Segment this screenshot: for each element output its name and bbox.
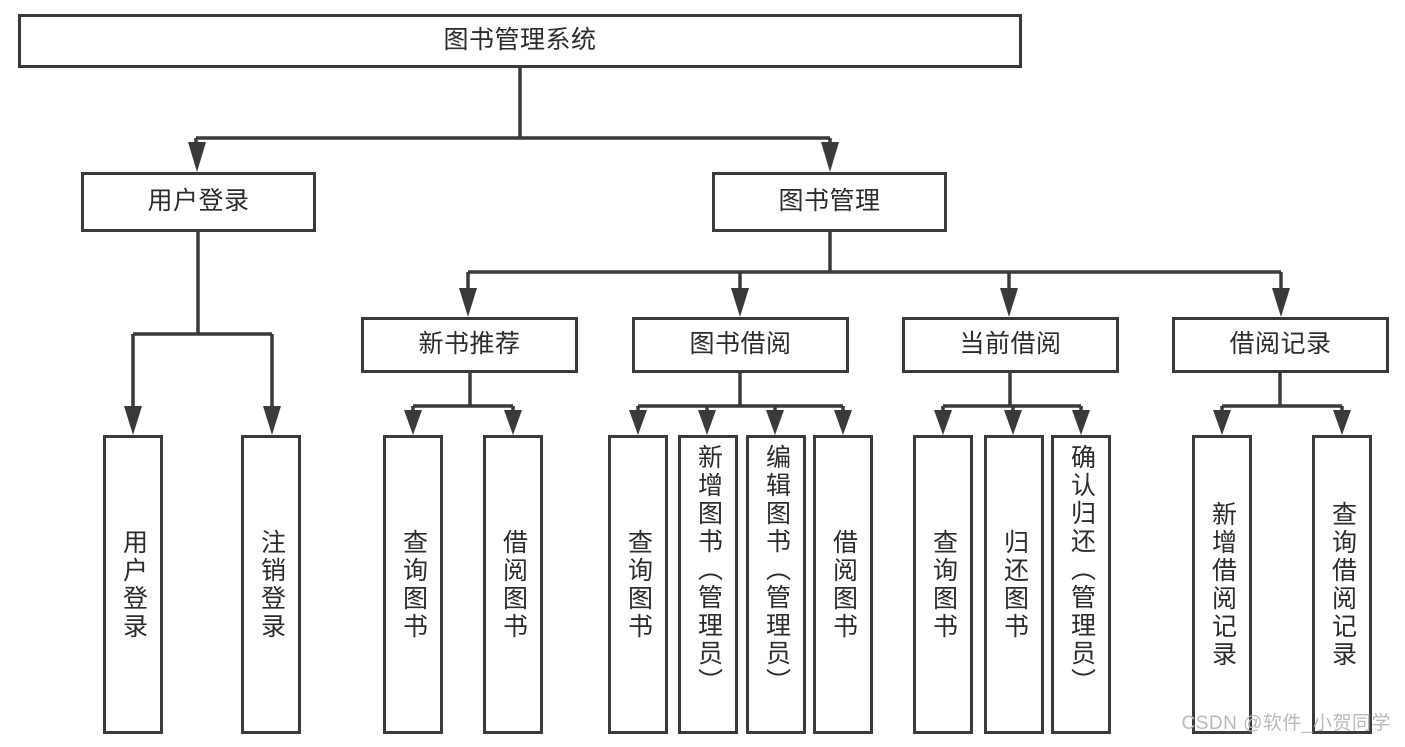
- leaf-label: 确认归还（管理员）: [1067, 444, 1096, 696]
- node-current-borrow-label: 当前借阅: [959, 330, 1062, 359]
- leaf-node[interactable]: 查询借阅记录: [1312, 435, 1372, 734]
- node-book-borrow-label: 图书借阅: [689, 330, 792, 359]
- leaf-label: 注销登录: [257, 528, 286, 641]
- leaf-node[interactable]: 查询图书: [383, 435, 443, 734]
- leaf-label: 新增借阅记录: [1208, 500, 1237, 669]
- leaf-label: 借阅图书: [829, 528, 858, 641]
- node-user-login-label: 用户登录: [147, 187, 250, 216]
- leaf-label: 借阅图书: [499, 528, 528, 641]
- leaf-label: 编辑图书（管理员）: [762, 444, 791, 696]
- arrowheads: [124, 142, 1351, 435]
- leaf-node[interactable]: 确认归还（管理员）: [1051, 435, 1111, 734]
- leaf-label: 归还图书: [1000, 528, 1029, 641]
- node-book-management[interactable]: 图书管理: [712, 172, 947, 232]
- leaf-node[interactable]: 查询图书: [608, 435, 668, 734]
- leaf-node[interactable]: 编辑图书（管理员）: [746, 435, 806, 734]
- csdn-watermark: CSDN @软件_小贺同学: [1181, 713, 1391, 734]
- leaf-node[interactable]: 用户登录: [103, 435, 163, 734]
- node-user-login[interactable]: 用户登录: [81, 172, 316, 232]
- leaf-node[interactable]: 借阅图书: [483, 435, 543, 734]
- leaf-label: 查询图书: [399, 528, 428, 641]
- leaf-node[interactable]: 新增图书（管理员）: [678, 435, 738, 734]
- leaf-node[interactable]: 借阅图书: [813, 435, 873, 734]
- node-root-label: 图书管理系统: [443, 26, 597, 55]
- leaf-node[interactable]: 归还图书: [984, 435, 1044, 734]
- node-new-book-recommend[interactable]: 新书推荐: [361, 317, 578, 373]
- leaf-label: 查询借阅记录: [1328, 500, 1357, 669]
- leaf-label: 查询图书: [624, 528, 653, 641]
- leaf-node[interactable]: 新增借阅记录: [1192, 435, 1252, 734]
- node-root-system[interactable]: 图书管理系统: [18, 14, 1022, 68]
- node-book-management-label: 图书管理: [778, 187, 881, 216]
- node-borrow-record-label: 借阅记录: [1229, 330, 1332, 359]
- node-current-borrow[interactable]: 当前借阅: [902, 317, 1119, 373]
- leaf-node[interactable]: 注销登录: [241, 435, 301, 734]
- leaf-label: 用户登录: [119, 528, 148, 641]
- node-borrow-record[interactable]: 借阅记录: [1172, 317, 1389, 373]
- leaf-label: 查询图书: [929, 528, 958, 641]
- leaf-label: 新增图书（管理员）: [694, 444, 723, 696]
- leaf-node[interactable]: 查询图书: [913, 435, 973, 734]
- node-new-book-recommend-label: 新书推荐: [418, 330, 521, 359]
- node-book-borrow[interactable]: 图书借阅: [632, 317, 849, 373]
